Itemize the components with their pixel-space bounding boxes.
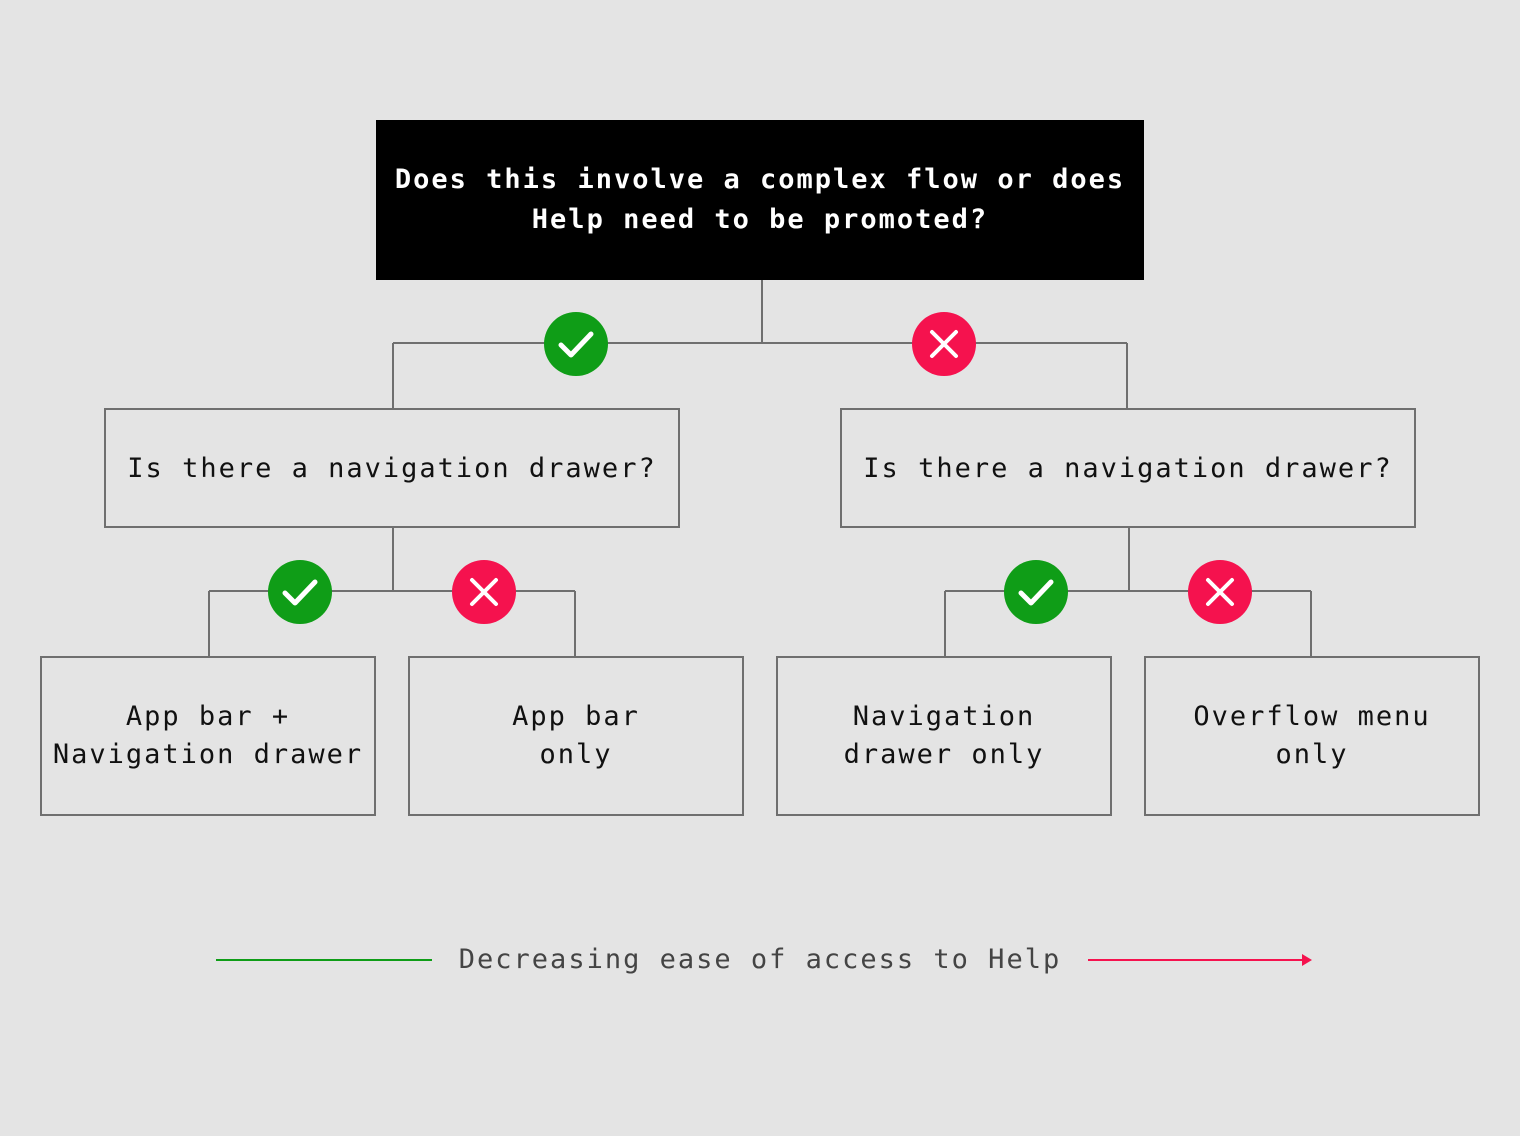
no-badge: [1188, 560, 1252, 624]
root-question-text: Does this involve a complex flow or does…: [394, 164, 1126, 235]
question-left-text: Is there a navigation drawer?: [127, 452, 657, 484]
connector-root: [392, 280, 1128, 408]
cross-icon: [930, 330, 958, 358]
connector-left: [208, 528, 576, 656]
outcome-label: Overflow menu only: [1193, 701, 1431, 770]
outcome-label: App bar + Navigation drawer: [52, 701, 364, 770]
legend-text: Decreasing ease of access to Help: [458, 944, 1062, 975]
cross-icon: [1206, 578, 1234, 606]
connector-right: [944, 528, 1312, 656]
root-question: Does this involve a complex flow or does…: [376, 120, 1144, 280]
check-icon: [558, 331, 594, 358]
yes-badge: [268, 560, 332, 624]
arrow-head-icon: [1302, 954, 1312, 966]
cross-icon: [470, 578, 498, 606]
no-badge: [912, 312, 976, 376]
question-left: Is there a navigation drawer?: [104, 408, 680, 528]
outcome-label: Navigation drawer only: [843, 701, 1045, 770]
question-right: Is there a navigation drawer?: [840, 408, 1416, 528]
yes-badge: [544, 312, 608, 376]
no-badge: [452, 560, 516, 624]
outcome-overflow-menu-only: Overflow menu only: [1144, 656, 1480, 816]
outcome-label: App bar only: [512, 701, 640, 770]
check-icon: [282, 579, 318, 606]
yes-badge: [1004, 560, 1068, 624]
outcome-drawer-only: Navigation drawer only: [776, 656, 1112, 816]
question-right-text: Is there a navigation drawer?: [863, 452, 1393, 484]
outcome-app-bar-only: App bar only: [408, 656, 744, 816]
check-icon: [1018, 579, 1054, 606]
outcome-app-bar-and-drawer: App bar + Navigation drawer: [40, 656, 376, 816]
